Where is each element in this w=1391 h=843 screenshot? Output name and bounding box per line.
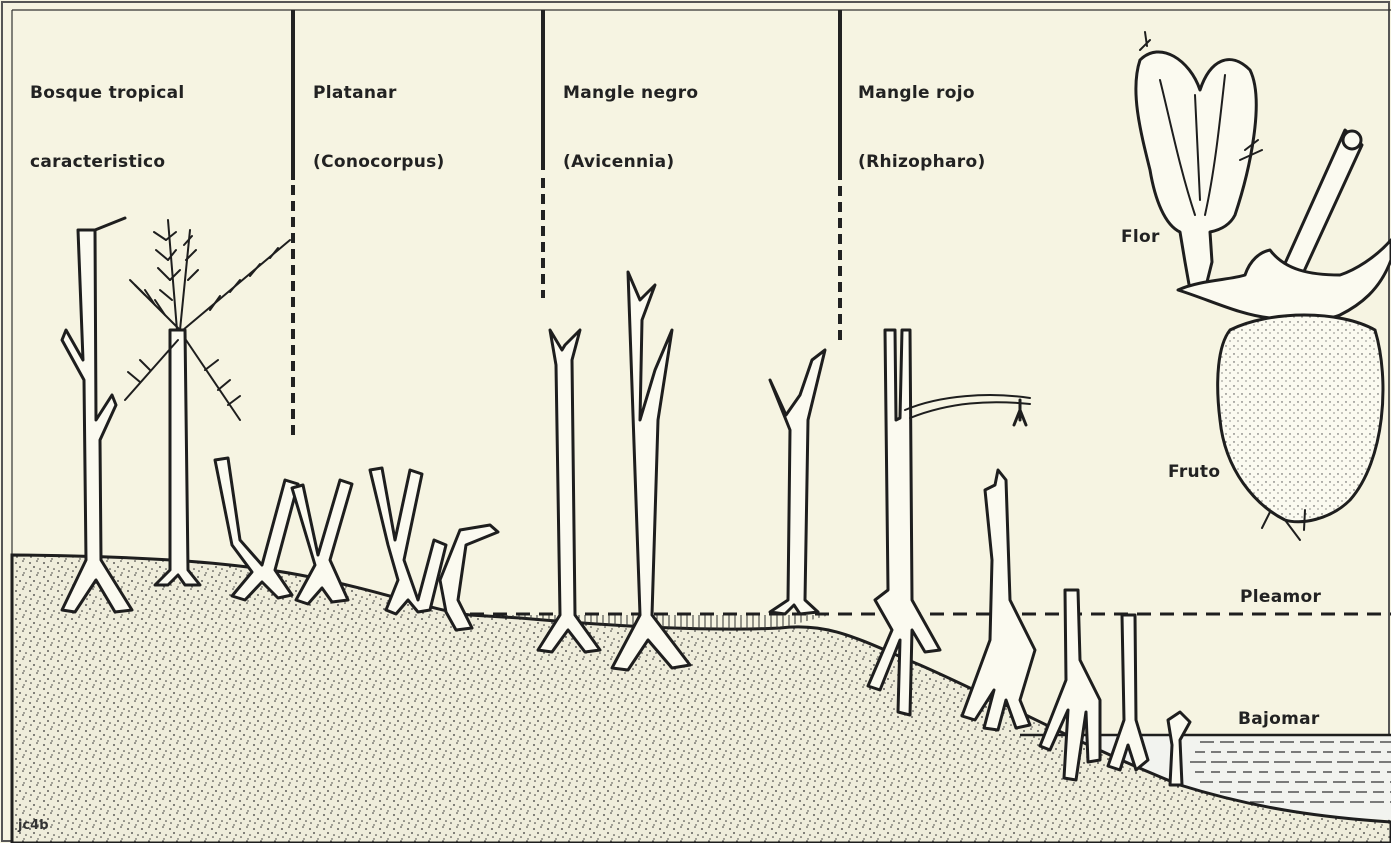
zone-title: Mangle negro bbox=[563, 82, 698, 105]
zone-label-mangle-negro: Mangle negro (Avicennia) bbox=[563, 36, 698, 220]
artist-signature: jc4b bbox=[18, 818, 49, 833]
zone-title: Bosque tropical bbox=[30, 82, 185, 105]
avicennia-trees bbox=[538, 272, 825, 670]
flower-label: Flor bbox=[1121, 227, 1160, 247]
fruit-body bbox=[1218, 315, 1383, 522]
zone-label-bosque: Bosque tropical caracteristico bbox=[30, 36, 185, 220]
zone-label-mangle-rojo: Mangle rojo (Rhizopharo) bbox=[858, 36, 986, 220]
low-tide-label: Bajomar bbox=[1238, 709, 1320, 729]
ground-sediment bbox=[12, 555, 1391, 843]
zone-subtitle: (Avicennia) bbox=[563, 151, 698, 174]
high-tide-label: Pleamor bbox=[1240, 587, 1321, 607]
flower-detail bbox=[1136, 32, 1262, 290]
sediment-patch bbox=[470, 765, 650, 835]
zone-subtitle: caracteristico bbox=[30, 151, 185, 174]
zone-title: Mangle rojo bbox=[858, 82, 986, 105]
zone-title: Platanar bbox=[313, 82, 445, 105]
tropical-forest-trees bbox=[62, 218, 298, 612]
zone-subtitle: (Rhizopharo) bbox=[858, 151, 986, 174]
zone-label-platanar: Platanar (Conocorpus) bbox=[313, 36, 445, 220]
fruit-label: Fruto bbox=[1168, 462, 1220, 482]
sediment-patch bbox=[280, 750, 440, 830]
zone-subtitle: (Conocorpus) bbox=[313, 151, 445, 174]
